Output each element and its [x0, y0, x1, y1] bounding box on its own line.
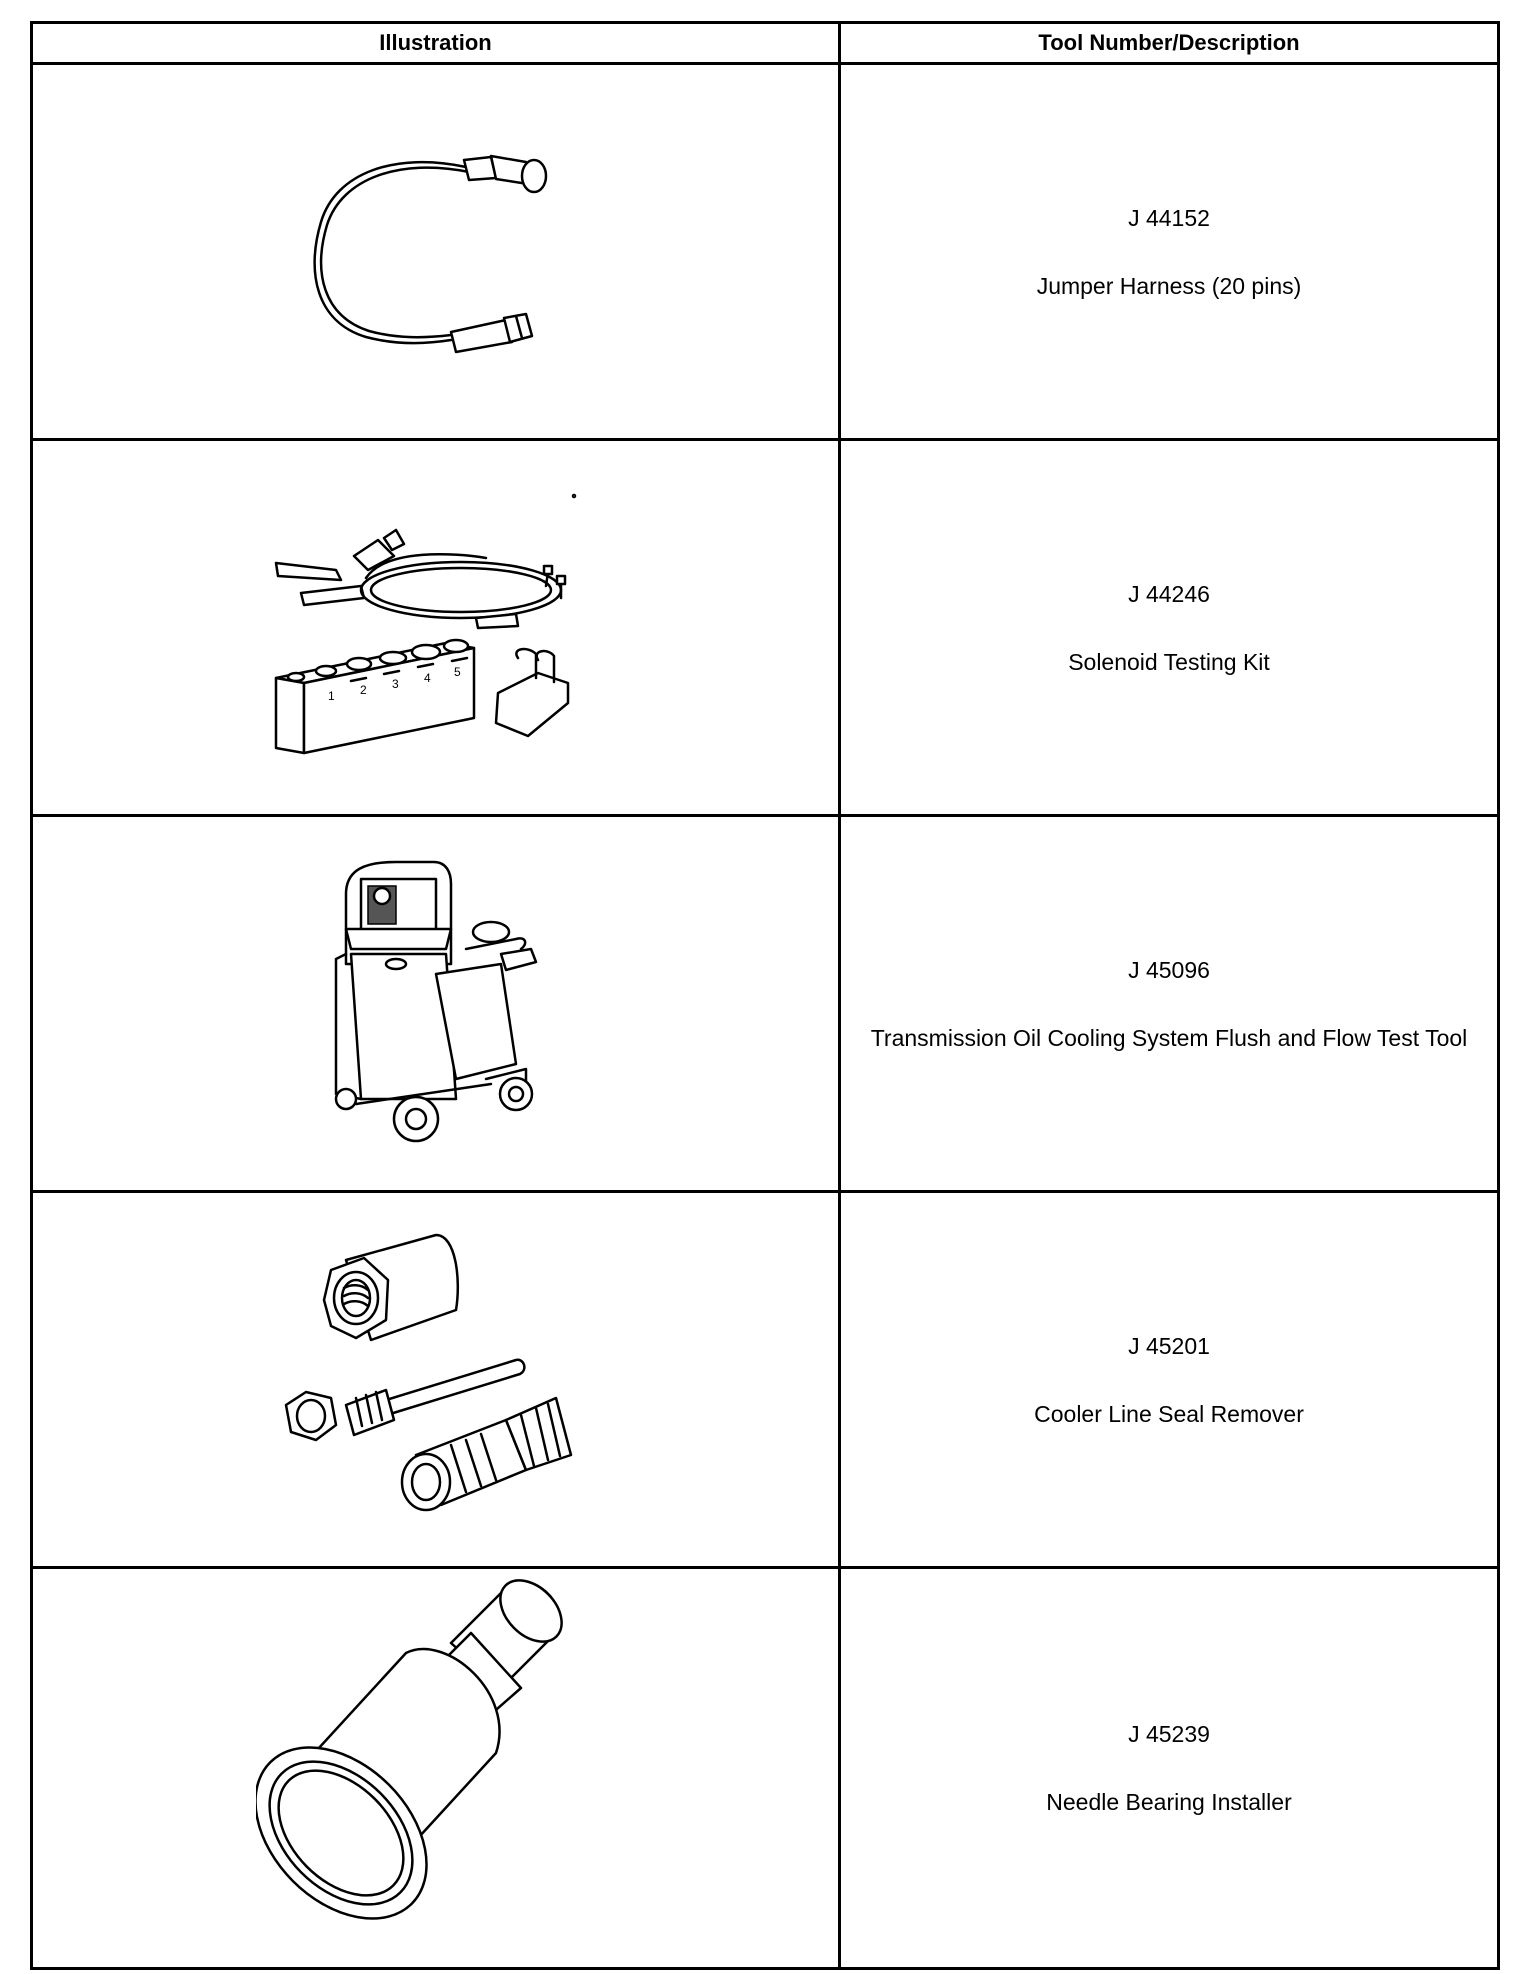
cooler-line-seal-remover-illustration [284, 1233, 572, 1511]
illustration-column-header: Illustration [30, 21, 841, 65]
solenoid-testing-kit-illustration: 1 2 3 4 5 [274, 493, 576, 754]
illustration-cell [30, 814, 841, 1193]
tool-description: Jumper Harness (20 pins) [1036, 272, 1302, 299]
jumper-harness-illustration [312, 154, 547, 353]
tool-description-cell: J 45201 Cooler Line Seal Remover [838, 1190, 1500, 1569]
tool-number: J 44152 [1128, 204, 1210, 231]
illustration-cell: 1 2 3 4 5 [30, 438, 841, 817]
tool-number: J 45096 [1128, 956, 1210, 983]
tool-column-header: Tool Number/Description [838, 21, 1500, 65]
special-tools-table: Illustration Tool Number/Description J [30, 21, 1500, 1970]
tool-description: Cooler Line Seal Remover [1034, 1400, 1304, 1427]
tool-description: Solenoid Testing Kit [1068, 648, 1270, 675]
tool-number: J 45201 [1128, 1332, 1210, 1359]
table-row: 1 2 3 4 5 J 44246 Solenoid Testing Kit [30, 438, 1500, 817]
tool-number: J 45239 [1128, 1721, 1210, 1747]
tool-number: J 44246 [1128, 580, 1210, 607]
table-header-row: Illustration Tool Number/Description [30, 21, 1500, 65]
tool-description: Transmission Oil Cooling System Flush an… [870, 1024, 1468, 1051]
tool-description-cell: J 44152 Jumper Harness (20 pins) [838, 62, 1500, 441]
table-row: J 44152 Jumper Harness (20 pins) [30, 62, 1500, 441]
flush-flow-test-cart-illustration [334, 860, 537, 1142]
illustration-cell [30, 62, 841, 441]
needle-bearing-installer-illustration [255, 1579, 563, 1920]
tool-description-cell: J 45096 Transmission Oil Cooling System … [838, 814, 1500, 1193]
block-label: 1 [328, 689, 335, 703]
illustration-cell [30, 1566, 841, 1970]
block-label: 3 [392, 677, 399, 691]
block-label: 4 [424, 671, 431, 685]
table-row: J 45201 Cooler Line Seal Remover [30, 1190, 1500, 1569]
illustration-cell [30, 1190, 841, 1569]
tool-description-cell: J 45239 Needle Bearing Installer [838, 1566, 1500, 1970]
table-row: J 45239 Needle Bearing Installer [30, 1566, 1500, 1970]
block-label: 2 [360, 683, 367, 697]
tool-description-cell: J 44246 Solenoid Testing Kit [838, 438, 1500, 817]
table-row: J 45096 Transmission Oil Cooling System … [30, 814, 1500, 1193]
block-label: 5 [454, 665, 461, 679]
tool-description: Needle Bearing Installer [1046, 1789, 1292, 1815]
